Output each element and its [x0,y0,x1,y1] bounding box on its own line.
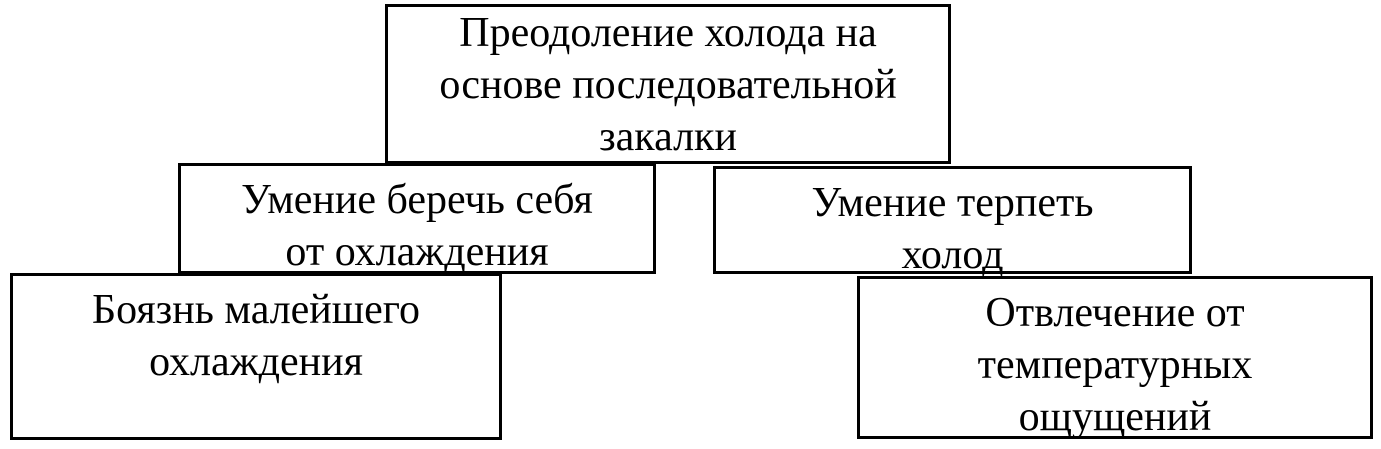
box-text-line: ощущений [1018,394,1212,440]
box-text-line: Умение терпеть [811,180,1094,226]
box-distraction-from-temperature: Отвлечение от температурных ощущений [857,276,1373,440]
box-text-line: охлаждения [149,339,363,385]
box-text-line: закалки [599,114,737,160]
box-text-line: от охлаждения [285,229,549,275]
box-text-line: основе последовательной [439,62,897,108]
box-text-line: холод [901,232,1004,278]
box-self-protection-from-cold: Умение беречь себя от охлаждения [178,163,656,275]
box-text-line: температурных [977,342,1253,388]
box-text-line: Преодоление холода на [459,10,877,56]
box-cold-tolerance-by-hardening: Преодоление холода на основе последовате… [385,4,951,164]
box-text-line: Отвлечение от [985,290,1245,336]
box-fear-of-cooling: Боязнь малейшего охлаждения [10,273,502,440]
box-text-line: Боязнь малейшего [92,287,420,333]
box-endure-cold: Умение терпеть холод [713,166,1192,278]
box-text-line: Умение беречь себя [241,177,593,223]
